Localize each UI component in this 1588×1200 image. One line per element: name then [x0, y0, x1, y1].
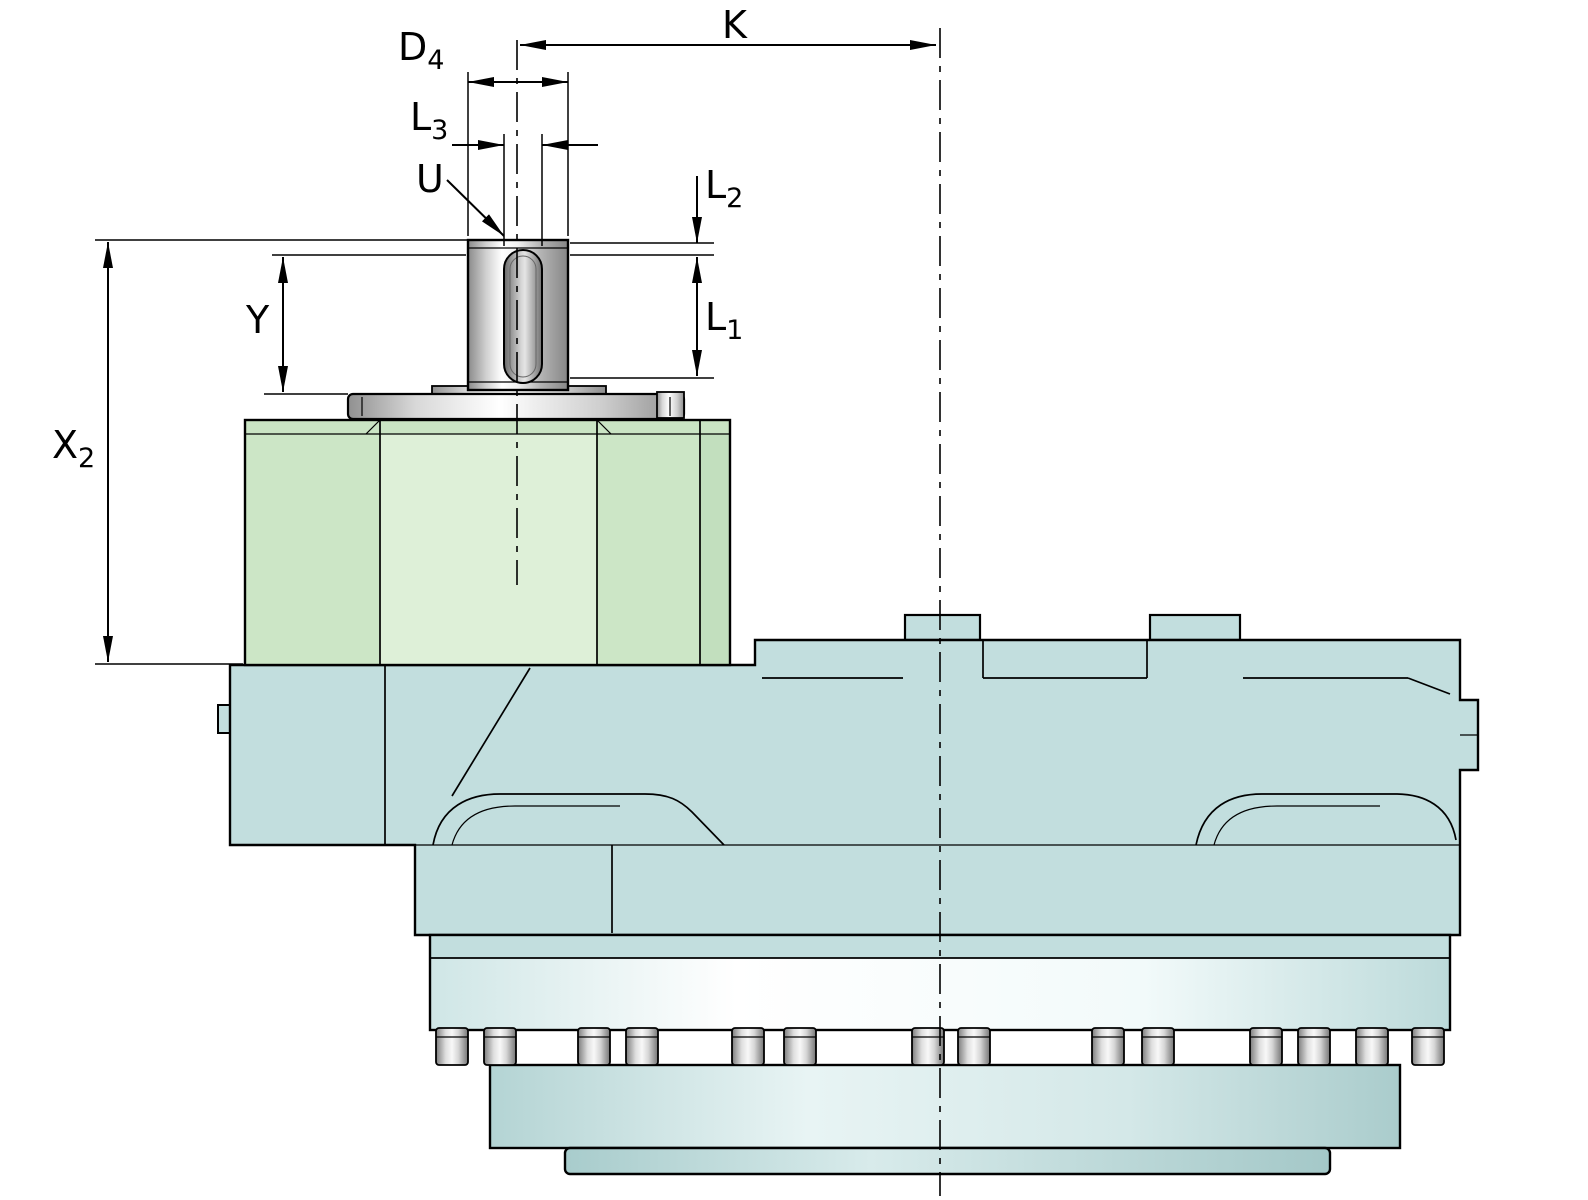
flange-bolts [435, 1027, 1445, 1066]
dimension-l2 [570, 176, 714, 256]
bolt [1091, 1027, 1125, 1066]
motor-bevel [365, 419, 381, 435]
label-x2: X2 [52, 423, 95, 474]
bolt [1355, 1027, 1389, 1066]
label-u: U [416, 157, 444, 201]
label-y: Y [245, 298, 270, 342]
keyway-slot-inner [509, 255, 537, 378]
bolt [577, 1027, 611, 1066]
motor-section-right [597, 420, 700, 665]
flange-upper-strip [430, 935, 1450, 958]
base-ring [563, 1146, 1332, 1176]
motor-block [243, 418, 732, 667]
motor-section-left [245, 420, 380, 665]
bolt [783, 1027, 817, 1066]
keyway-slot [503, 249, 543, 384]
bolt [957, 1027, 991, 1066]
housing-top-tab-left [903, 613, 982, 642]
dimension-l3 [452, 134, 598, 246]
housing-recess-slope [1407, 677, 1451, 695]
bolt [1249, 1027, 1283, 1066]
motor-end-strip [700, 420, 730, 665]
label-d4: D4 [398, 25, 444, 76]
leader-line-u [446, 179, 505, 237]
label-l1: L1 [705, 295, 743, 346]
label-l2: L2 [705, 163, 743, 214]
bolt [625, 1027, 659, 1066]
bolt [1297, 1027, 1331, 1066]
shaft-assembly [346, 238, 686, 421]
motor-flange-plate [346, 392, 686, 421]
upper-housing-body [228, 638, 1480, 937]
bolt [435, 1027, 469, 1066]
motor-bevel [596, 419, 612, 435]
housing-top-tab-right [1148, 613, 1242, 642]
motor-outline [243, 418, 732, 667]
housing-foot-right-inner [1213, 805, 1380, 846]
dimension-l1 [570, 257, 714, 379]
housing-foot-right [1195, 793, 1457, 846]
bolt [911, 1027, 945, 1066]
label-k: K [722, 3, 748, 47]
housing-detail-line [451, 667, 531, 797]
dimension-u [446, 179, 505, 237]
dimension-d4 [467, 72, 569, 236]
housing-foot-left-inner [451, 805, 620, 846]
dimension-x2 [95, 239, 514, 665]
bolt [1411, 1027, 1445, 1066]
lower-housing [488, 1063, 1402, 1150]
label-l3: L3 [410, 95, 448, 146]
housing-foot-left [432, 793, 725, 846]
bolt [483, 1027, 517, 1066]
gear-housing [217, 613, 1480, 937]
motor-top-band [245, 420, 730, 434]
bolt [731, 1027, 765, 1066]
dimension-y [264, 254, 466, 395]
bolt [1141, 1027, 1175, 1066]
